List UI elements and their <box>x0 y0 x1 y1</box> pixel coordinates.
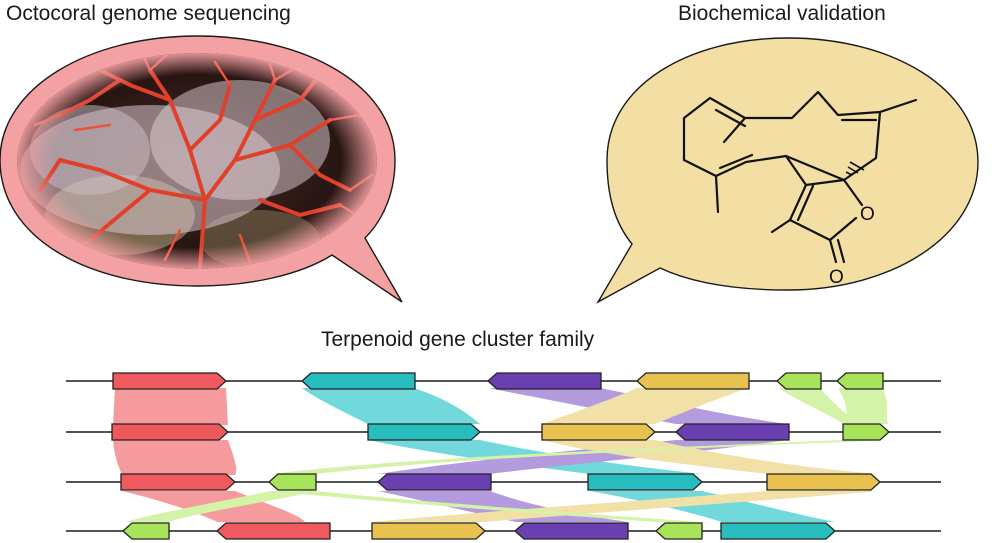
gene-arrow-purple <box>377 473 492 491</box>
gene-arrow-teal <box>720 522 836 540</box>
gene-arrow-purple <box>487 372 602 390</box>
gene-arrow-green <box>842 423 890 441</box>
gene-track-1 <box>66 372 941 390</box>
gene-arrow-teal <box>587 473 703 491</box>
gene-arrow-green <box>268 473 317 491</box>
gene-arrow-green <box>836 372 884 390</box>
synteny-links <box>113 388 888 522</box>
gene-arrow-green <box>122 522 170 540</box>
gene-arrow-teal <box>301 372 416 390</box>
stereo-hash-bond <box>845 161 865 176</box>
gene-track-4 <box>66 522 941 540</box>
gene-arrow-green <box>776 372 822 390</box>
gene-arrow-red <box>120 473 236 491</box>
gene-arrow-red <box>216 522 331 540</box>
gene-arrow-purple <box>675 423 790 441</box>
gene-arrow-yellow <box>636 372 750 390</box>
gene-arrow-green <box>655 522 703 540</box>
gene-arrow-purple <box>514 522 629 540</box>
biochemical-validation-title: Biochemical validation <box>678 2 886 25</box>
gene-track-2 <box>66 423 941 441</box>
ring-oxygen-label: O <box>860 204 875 225</box>
molecule-speech-bubble <box>596 37 979 304</box>
gene-arrow-yellow <box>371 522 486 540</box>
cembranoid-structure <box>682 90 918 264</box>
gene-arrow-teal <box>367 423 481 441</box>
gene-track-3 <box>66 473 941 491</box>
gene-arrow-yellow <box>541 423 656 441</box>
carbonyl-oxygen-label: O <box>829 267 844 288</box>
gene-arrow-yellow <box>766 473 881 491</box>
gene-arrow-red <box>111 423 229 441</box>
gene-cluster-title: Terpenoid gene cluster family <box>321 328 595 351</box>
gene-arrow-red <box>112 372 227 390</box>
genome-sequencing-title: Octocoral genome sequencing <box>6 2 291 25</box>
